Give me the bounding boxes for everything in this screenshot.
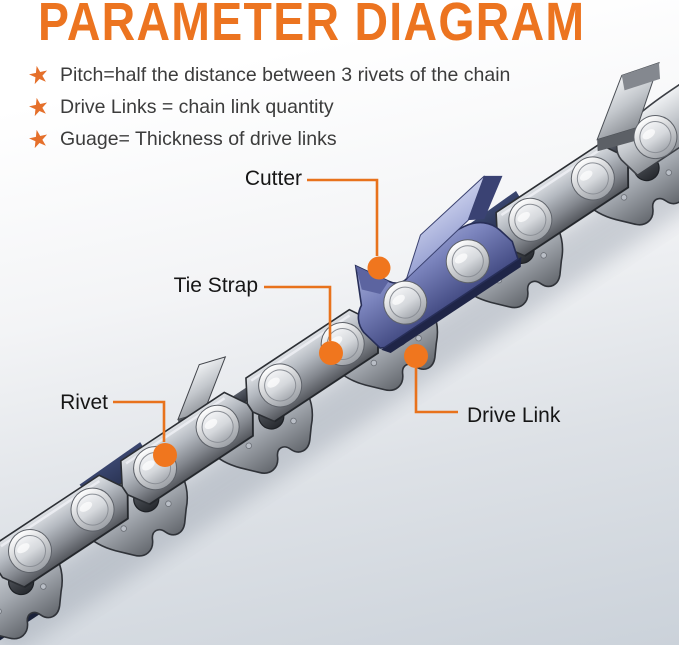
tie-strap-callout-line	[264, 285, 332, 341]
callout-label-tie-strap: Tie Strap	[173, 274, 258, 297]
bullet-drive-links: ★ Drive Links = chain link quantity	[25, 92, 334, 123]
callout-label-cutter: Cutter	[244, 167, 302, 190]
callout-label-drive-link: Drive Link	[467, 404, 561, 427]
bullet-text: Pitch=half the distance between 3 rivets…	[60, 63, 511, 86]
bullet-text: Guage= Thickness of drive links	[60, 127, 337, 150]
cutter-callout-dot	[367, 256, 391, 280]
drive-link-callout-line	[414, 368, 458, 414]
bullet-pitch: ★ Pitch=half the distance between 3 rive…	[25, 60, 511, 91]
rivet-callout-dot	[153, 443, 177, 467]
tie-strap-callout-dot	[319, 341, 343, 365]
bullet-text: Drive Links = chain link quantity	[60, 95, 334, 118]
drive-link-callout-dot	[404, 344, 428, 368]
callout-label-rivet: Rivet	[60, 391, 108, 414]
page-title: PARAMETER DIAGRAM	[38, 0, 586, 52]
callout-dots	[153, 256, 428, 467]
bullet-gauge: ★ Guage= Thickness of drive links	[25, 124, 337, 155]
callout-lines	[113, 178, 458, 442]
rivet-callout-line	[113, 400, 166, 442]
cutter-callout-line	[307, 178, 379, 256]
